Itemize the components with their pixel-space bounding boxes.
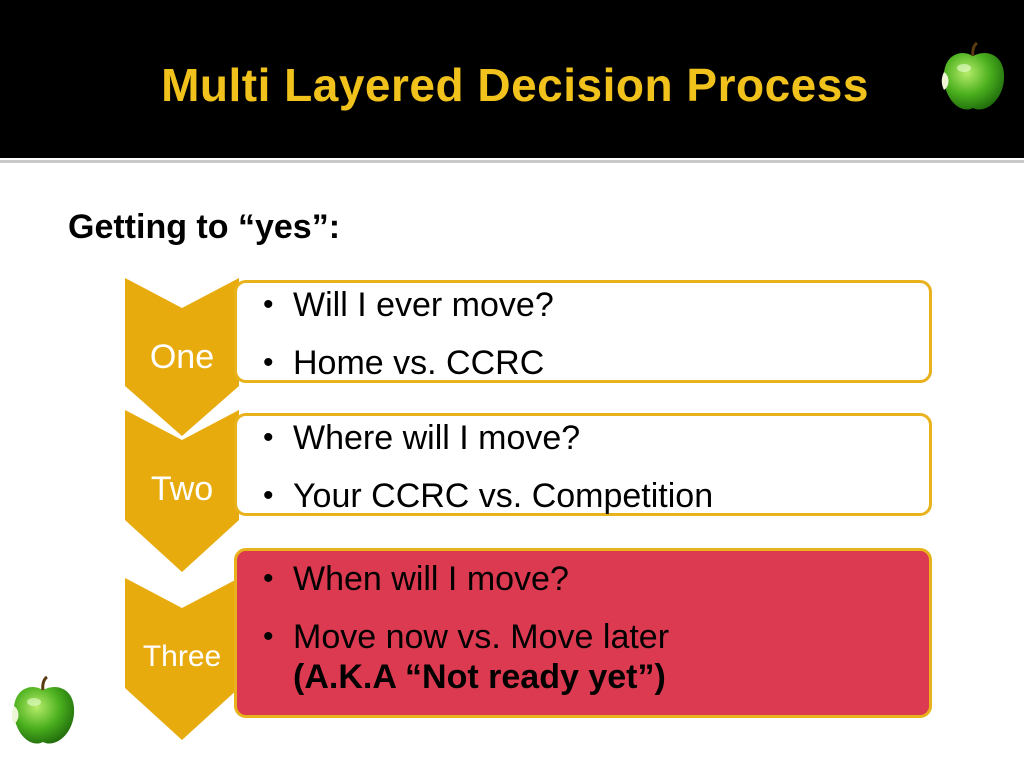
list-item: •Home vs. CCRC <box>263 344 545 382</box>
subtitle: Getting to “yes”: <box>68 208 341 246</box>
green-apple-icon <box>8 675 78 753</box>
list-item: •Your CCRC vs. Competition <box>263 477 714 515</box>
step-one-label: One <box>149 338 215 376</box>
slide-title: Multi Layered Decision Process <box>161 59 869 111</box>
step-two-box: •Where will I move? •Your CCRC vs. Compe… <box>234 413 932 516</box>
step-two-chevron: Two <box>125 410 239 572</box>
step-one-chevron: One <box>125 278 239 436</box>
step-two-label: Two <box>150 470 214 508</box>
step-three-chevron: Three <box>125 578 239 740</box>
step-three-label: Three <box>142 640 222 673</box>
step-three-box: •When will I move? •Move now vs. Move la… <box>234 548 932 718</box>
step-one-box: •Will I ever move? •Home vs. CCRC <box>234 280 932 383</box>
title-divider <box>0 160 1024 163</box>
list-item: •When will I move? <box>263 560 569 598</box>
title-bar <box>0 0 1024 158</box>
emphasis-text: (A.K.A “Not ready yet”) <box>293 658 666 696</box>
list-item: •Will I ever move? <box>263 286 554 324</box>
green-apple-icon <box>938 41 1008 119</box>
list-item: •Move now vs. Move later (A.K.A “Not rea… <box>237 617 929 697</box>
list-item: •Where will I move? <box>263 419 581 457</box>
